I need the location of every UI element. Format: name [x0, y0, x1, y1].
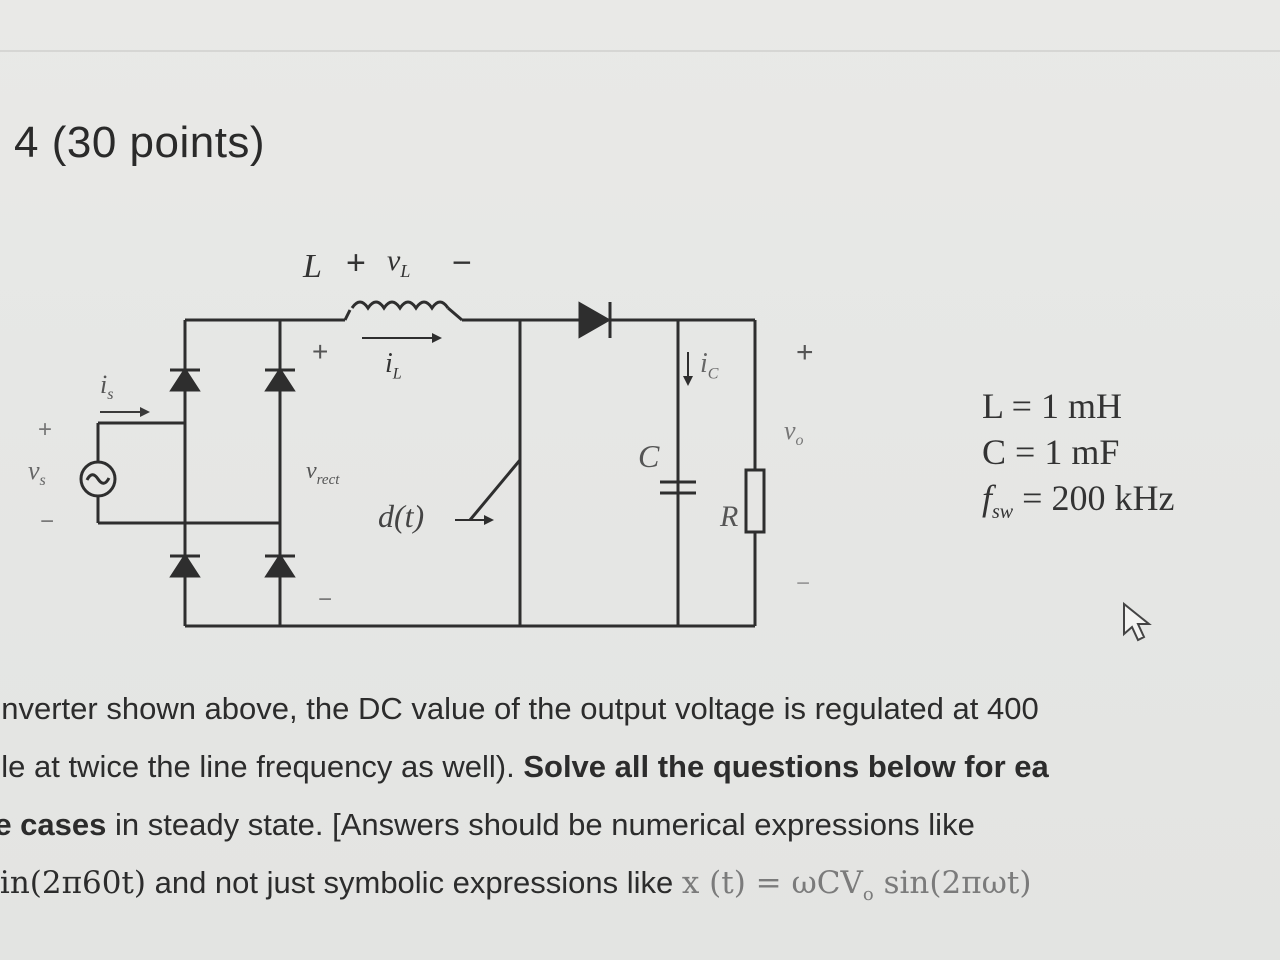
- label-resistor: R: [720, 500, 739, 533]
- label-il-main: i: [385, 348, 393, 379]
- diode-d3-icon: [169, 553, 201, 578]
- label-duty: d(t): [378, 498, 425, 534]
- label-il: iL: [385, 348, 402, 384]
- label-out-plus: +: [796, 336, 814, 369]
- label-inductor: L: [303, 248, 322, 285]
- body-line-4-math3: sin(2πωt): [873, 865, 1032, 901]
- body-line-3: te cases in steady state. [Answers shoul…: [0, 796, 1280, 854]
- param-fsw-symbol: f: [982, 478, 993, 518]
- body-line-3-normal: in steady state. [Answers should be nume…: [106, 807, 975, 842]
- output-diode-icon: [578, 301, 612, 339]
- label-ic-main: i: [700, 348, 708, 379]
- label-vo: vo: [784, 416, 804, 450]
- label-vs-main: v: [28, 456, 40, 485]
- label-ic: iC: [700, 348, 718, 384]
- body-line-4-math: sin(2π60t): [0, 865, 146, 901]
- body-line-4-math2: x (t) = ωCV: [681, 865, 863, 901]
- label-il-sub: L: [392, 365, 402, 383]
- label-vl: vL: [387, 244, 410, 282]
- param-inductance: L = 1 mH: [982, 386, 1122, 426]
- circuit-svg: [79, 300, 766, 628]
- question-body: onverter shown above, the DC value of th…: [0, 680, 1280, 924]
- label-vs: vs: [28, 456, 46, 490]
- label-vo-main: v: [784, 416, 796, 445]
- label-out-minus: −: [796, 570, 811, 597]
- label-vl-main: v: [387, 244, 401, 277]
- body-line-1: onverter shown above, the DC value of th…: [0, 691, 1039, 726]
- label-src-plus: +: [38, 416, 53, 443]
- label-is-sub: s: [107, 386, 114, 404]
- label-rect-minus: −: [318, 586, 333, 613]
- param-fsw-value: = 200 kHz: [1013, 478, 1175, 518]
- label-vrect: vrect: [306, 458, 339, 489]
- label-vrect-main: v: [306, 458, 317, 484]
- label-vl-minus: −: [452, 244, 472, 282]
- label-vrect-sub: rect: [316, 471, 340, 488]
- diode-d4-icon: [264, 553, 296, 578]
- label-src-minus: −: [40, 508, 55, 535]
- label-vl-plus: +: [346, 244, 366, 282]
- body-line-2-normal: ple at twice the line frequency as well)…: [0, 749, 524, 784]
- body-line-4-normal: and not just symbolic expressions like: [145, 865, 682, 900]
- param-switching-frequency: fsw = 200 kHz: [982, 475, 1174, 535]
- resistor-icon: [744, 468, 766, 534]
- mouse-pointer-icon: [1120, 600, 1154, 644]
- body-line-2-bold: Solve all the questions below for ea: [523, 749, 1049, 784]
- body-line-4: sin(2π60t) and not just symbolic express…: [0, 854, 1280, 924]
- parameter-list: L = 1 mH C = 1 mF fsw = 200 kHz: [982, 383, 1174, 535]
- label-vl-sub: L: [400, 261, 411, 281]
- circuit-diagram: L + vL − iL is + vs − + vrect − d(t) iC …: [0, 230, 1280, 650]
- body-line-2: ple at twice the line frequency as well)…: [0, 738, 1280, 796]
- label-vs-sub: s: [39, 472, 46, 490]
- diode-d2-icon: [264, 367, 296, 392]
- label-is: is: [100, 370, 113, 404]
- top-divider: [0, 50, 1280, 52]
- body-line-4-math2-sub: o: [862, 884, 874, 906]
- param-capacitance: C = 1 mF: [982, 432, 1120, 472]
- label-capacitor: C: [638, 438, 660, 474]
- label-vo-sub: o: [795, 432, 804, 450]
- label-is-main: i: [100, 370, 108, 399]
- body-line-3-bold: te cases: [0, 807, 107, 842]
- switch-icon: [468, 459, 522, 521]
- inductor-icon: [350, 300, 450, 311]
- question-heading: 4 (30 points): [14, 118, 266, 167]
- param-fsw-sub: sw: [992, 501, 1014, 524]
- diode-d1-icon: [169, 367, 201, 392]
- label-ic-sub: C: [707, 365, 719, 383]
- label-rect-plus: +: [312, 336, 329, 367]
